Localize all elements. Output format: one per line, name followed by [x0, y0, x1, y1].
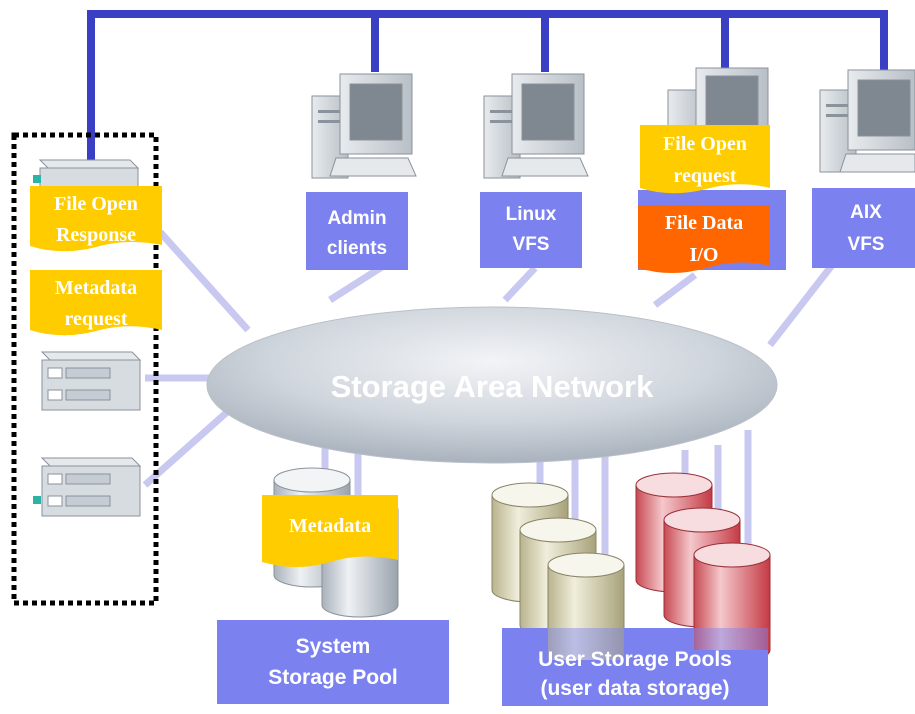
client-label-admin-line2: clients — [327, 238, 387, 259]
pool-label-user: User Storage Pools (user data storage) — [502, 628, 770, 706]
client-label-linux-line2: VFS — [513, 234, 550, 255]
client-label-linux-line1: Linux — [506, 204, 557, 225]
note-metadata-text: Metadata — [289, 515, 371, 537]
note-file-data-io-line1: File Data — [665, 212, 743, 234]
note-metadata-request: Metadata request — [30, 270, 162, 336]
note-file-open-response-line2: Response — [56, 224, 136, 246]
metadata-server-group — [11, 132, 159, 606]
computer-admin — [311, 73, 417, 179]
storage-area-network-cloud: Storage Area Network — [206, 306, 778, 464]
computer-aix — [819, 69, 915, 173]
san-label: Storage Area Network — [331, 369, 654, 404]
note-file-data-io-line2: I/O — [690, 244, 719, 266]
network-bus — [87, 10, 888, 178]
client-label-admin-line1: Admin — [327, 208, 386, 229]
server-middle — [40, 351, 142, 411]
client-label-aix-line1: AIX — [850, 202, 882, 223]
note-metadata-request-line1: Metadata — [55, 277, 137, 299]
note-file-data-io: File Data I/O — [638, 205, 770, 273]
client-label-linux: Linux VFS — [480, 192, 582, 268]
pool-label-system-line2: Storage Pool — [268, 666, 398, 689]
client-label-aix-line2: VFS — [848, 234, 885, 255]
note-file-open-request: File Open request — [640, 125, 770, 194]
pool-label-system: System Storage Pool — [217, 620, 449, 704]
computer-linux — [483, 73, 589, 179]
note-metadata-request-line2: request — [65, 308, 128, 330]
server-bottom — [33, 457, 142, 517]
note-file-open-response: File Open Response — [30, 186, 162, 252]
user-storage-red-cylinders — [635, 472, 771, 663]
pool-label-user-line1: User Storage Pools — [538, 648, 732, 671]
note-file-open-request-line2: request — [674, 165, 737, 187]
client-label-admin: Admin clients — [306, 192, 408, 270]
note-metadata: Metadata — [262, 495, 398, 567]
server-top — [33, 159, 140, 191]
note-file-open-request-line1: File Open — [663, 133, 747, 155]
client-label-aix: AIX VFS — [812, 188, 915, 268]
note-file-open-response-line1: File Open — [54, 193, 138, 215]
pool-label-system-line1: System — [296, 635, 371, 658]
pool-label-user-line2: (user data storage) — [540, 677, 729, 700]
